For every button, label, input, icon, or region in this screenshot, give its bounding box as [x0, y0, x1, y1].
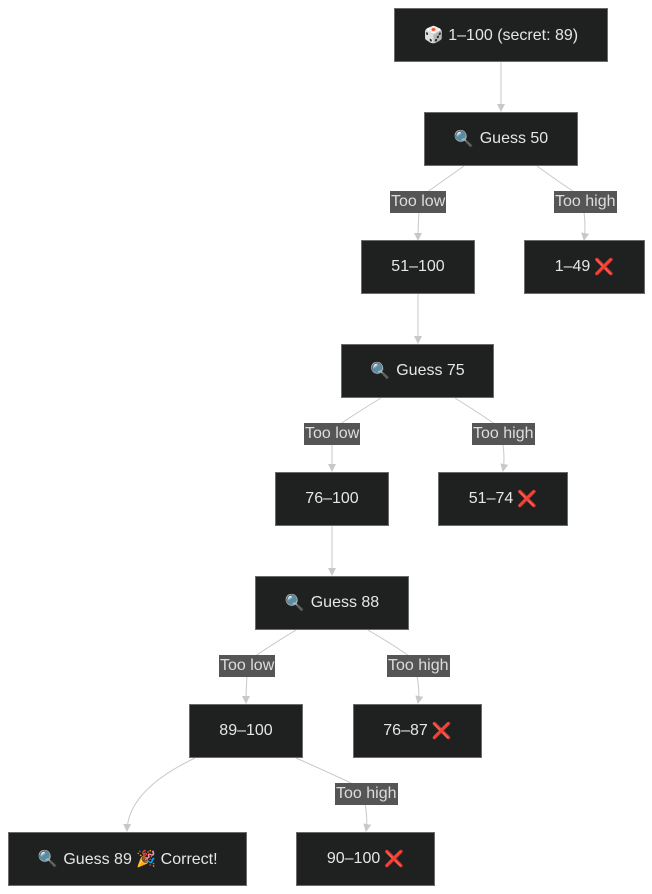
node-range-89-100: 89–100 — [189, 704, 303, 758]
node-guess-89-correct: 🔍 Guess 89 🎉 Correct! — [8, 832, 247, 886]
edge-label-too-low: Too low — [304, 423, 361, 445]
magnifier-icon: 🔍 — [284, 595, 305, 612]
node-range-90-100-label: 90–100 — [326, 850, 381, 867]
cross-mark-icon: ❌ — [431, 723, 452, 740]
node-guess-50: 🔍 Guess 50 — [424, 112, 578, 166]
node-guess-75: 🔍 Guess 75 — [341, 344, 494, 398]
node-range-89-100-label: 89–100 — [219, 722, 273, 739]
node-guess-88: 🔍 Guess 88 — [255, 576, 409, 630]
node-guess-88-label: Guess 88 — [310, 594, 380, 611]
edge-label-too-high: Too high — [554, 191, 617, 213]
node-guess-50-label: Guess 50 — [479, 130, 549, 147]
edge-label-too-high: Too high — [387, 655, 450, 677]
node-range-90-100: 90–100 ❌ — [296, 832, 435, 886]
node-range-76-100-label: 76–100 — [305, 490, 359, 507]
node-range-1-49: 1–49 ❌ — [524, 240, 645, 294]
node-range-51-74-label: 51–74 — [468, 490, 514, 507]
edge-label-too-low: Too low — [219, 655, 276, 677]
edge-label-too-high: Too high — [472, 423, 535, 445]
magnifier-icon: 🔍 — [37, 851, 58, 868]
node-root-label: 🎲 1–100 (secret: 89) — [423, 27, 579, 44]
node-range-76-87-label: 76–87 — [383, 722, 428, 739]
edge-range89-guess89 — [123, 757, 196, 832]
node-range-51-100: 51–100 — [361, 240, 475, 294]
node-guess-89-label: Guess 89 🎉 Correct! — [63, 851, 218, 868]
magnifier-icon: 🔍 — [453, 131, 474, 148]
node-range-51-74: 51–74 ❌ — [438, 472, 568, 526]
node-range-51-100-label: 51–100 — [391, 258, 445, 275]
node-range-76-87: 76–87 ❌ — [353, 704, 482, 758]
node-root: 🎲 1–100 (secret: 89) — [394, 8, 608, 62]
cross-mark-icon: ❌ — [517, 491, 538, 508]
magnifier-icon: 🔍 — [370, 363, 391, 380]
cross-mark-icon: ❌ — [384, 851, 405, 868]
edge-label-too-high: Too high — [335, 783, 398, 805]
node-range-1-49-label: 1–49 — [554, 258, 591, 275]
node-guess-75-label: Guess 75 — [396, 362, 465, 379]
edge-label-too-low: Too low — [390, 191, 447, 213]
cross-mark-icon: ❌ — [594, 259, 615, 276]
node-range-76-100: 76–100 — [275, 472, 389, 526]
